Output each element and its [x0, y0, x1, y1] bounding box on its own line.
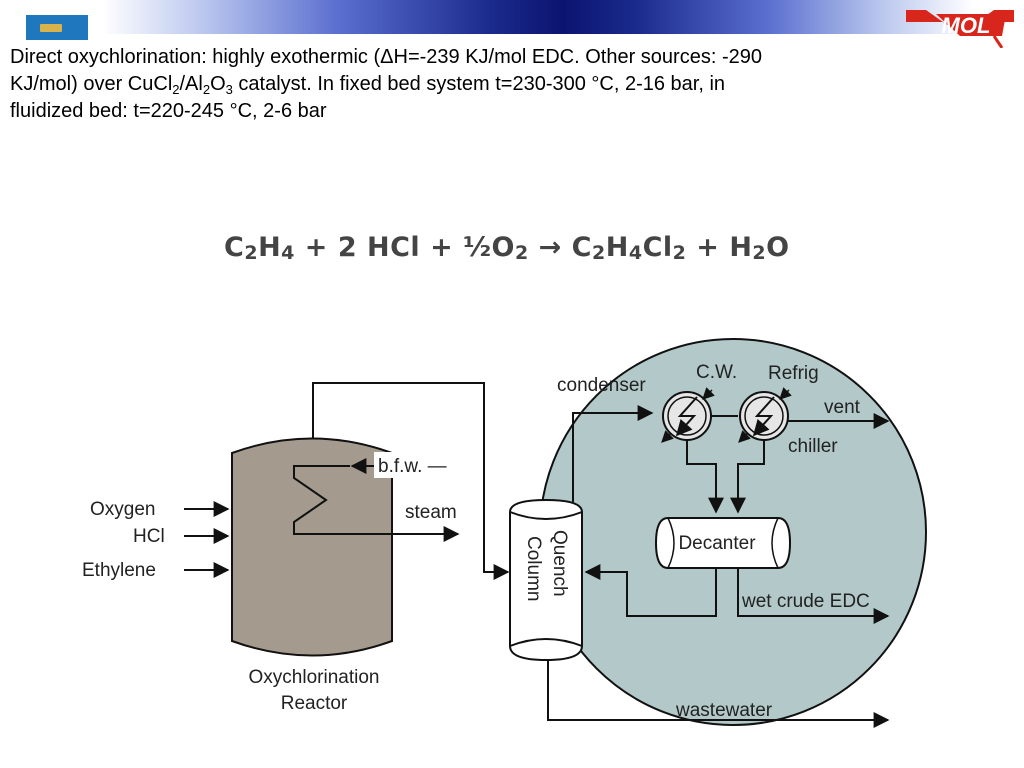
- reactor-outlet-line: [312, 382, 510, 580]
- label-hcl: HCl: [133, 526, 165, 547]
- mol-logo-text: MOL: [942, 13, 991, 38]
- process-description: Direct oxychlorination: highly exothermi…: [10, 44, 1010, 125]
- label-wastewater: wastewater: [675, 700, 773, 721]
- description-line-3: fluidized bed: t=220-245 °C, 2-6 bar: [10, 100, 327, 122]
- quench-overhead-line: [572, 405, 654, 502]
- emblem-mark: [40, 24, 62, 32]
- label-bfw: b.f.w. —: [378, 456, 447, 477]
- label-chiller: chiller: [788, 436, 838, 457]
- company-emblem-logo: [26, 15, 88, 40]
- reactor-cooling-coil: [293, 465, 350, 535]
- label-oxygen: Oxygen: [90, 499, 155, 520]
- header-gradient-bar: [0, 0, 1024, 34]
- wastewater-line: [547, 660, 890, 728]
- label-refrig: Refrig: [768, 363, 819, 384]
- label-ethylene: Ethylene: [82, 560, 156, 581]
- label-decanter: Decanter: [678, 533, 756, 554]
- label-steam: steam: [405, 502, 457, 523]
- mol-logo: MOL: [906, 10, 1014, 48]
- reactor-label-1: Oxychlorination: [249, 667, 380, 688]
- reflux-line: [584, 564, 717, 617]
- label-wet-crude-edc: wet crude EDC: [741, 591, 870, 612]
- reaction-equation: C2H4 + 2 HCl + ½O2 → C2H4Cl2 + H2O: [224, 232, 790, 264]
- oxychlorination-reactor: [231, 437, 393, 657]
- quench-label-2: Column: [523, 536, 544, 601]
- quench-column: [509, 498, 583, 662]
- quench-label-1: Quench: [549, 530, 570, 597]
- label-cw: C.W.: [696, 362, 737, 383]
- reactor-label-2: Reactor: [281, 693, 348, 714]
- description-line-2: KJ/mol) over CuCl2/Al2O3 catalyst. In fi…: [10, 73, 726, 97]
- label-condenser: condenser: [557, 375, 646, 396]
- wet-crude-edc-line: [737, 568, 890, 624]
- description-line-1: Direct oxychlorination: highly exothermi…: [10, 46, 762, 68]
- label-vent: vent: [824, 397, 861, 418]
